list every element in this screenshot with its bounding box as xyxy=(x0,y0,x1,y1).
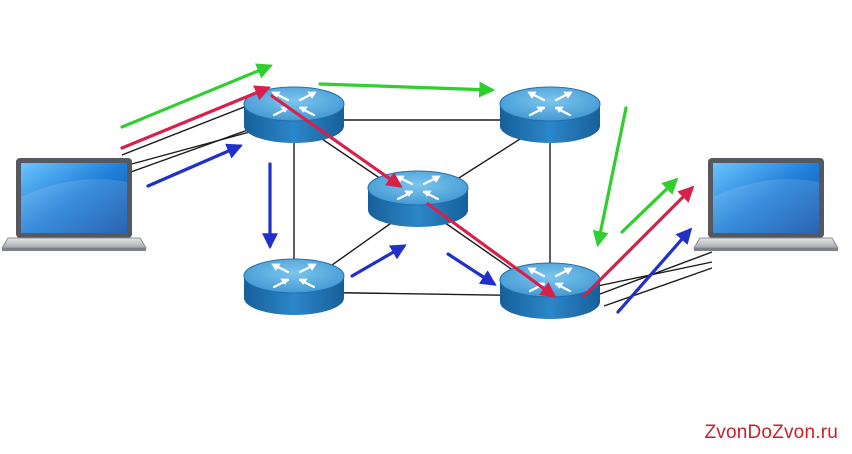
blue-route-arrow xyxy=(146,143,243,188)
blue-route-arrow xyxy=(616,227,693,314)
red-route-arrow xyxy=(120,85,271,150)
laptop-right-laptop-icon xyxy=(693,157,839,252)
green-route-arrow xyxy=(592,106,628,248)
nodes-layer xyxy=(1,85,839,321)
green-route-arrow xyxy=(120,63,273,129)
routes-layer xyxy=(120,63,695,314)
router-center-router-icon xyxy=(366,169,470,229)
watermark-text: ZvonDoZvon.ru xyxy=(704,422,838,443)
router-bottom-right-router-icon xyxy=(498,261,602,321)
router-top-right-router-icon xyxy=(498,85,602,145)
green-route-arrow xyxy=(318,81,496,98)
red-route-arrow xyxy=(270,94,403,188)
blue-route-arrow xyxy=(446,252,497,286)
laptop-left-laptop-icon xyxy=(1,157,147,252)
links-layer xyxy=(121,99,713,307)
red-route-arrow xyxy=(426,202,557,298)
cable-line xyxy=(603,267,713,307)
green-route-arrow xyxy=(620,177,679,234)
cable-line xyxy=(121,99,263,156)
router-bottom-left-router-icon xyxy=(242,257,346,317)
cable-line xyxy=(599,251,713,295)
red-route-arrow xyxy=(582,185,695,298)
blue-route-arrow xyxy=(350,244,407,278)
